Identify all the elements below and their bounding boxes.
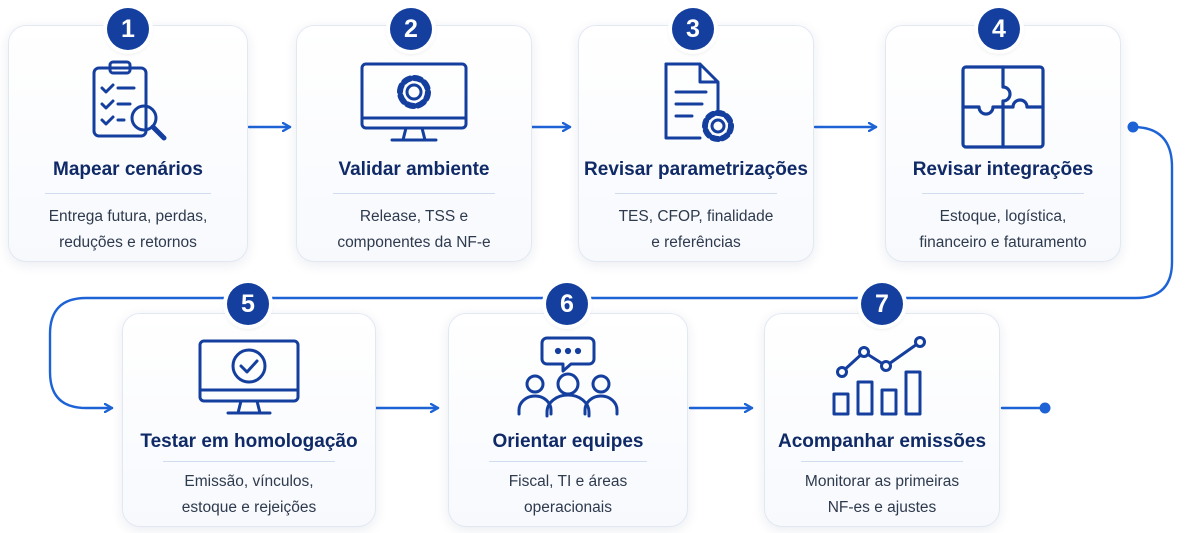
step-title: Revisar parametrizações — [584, 159, 808, 180]
step-title: Orientar equipes — [492, 431, 644, 452]
step-divider — [922, 193, 1084, 194]
step-divider — [333, 193, 495, 194]
step-badge-2: 2 — [390, 8, 432, 50]
step-badge-7: 7 — [861, 283, 903, 325]
growth-chart-icon — [832, 336, 926, 416]
step-card-3: Revisar parametrizações TES, CFOP, final… — [578, 25, 814, 262]
arrow-4-5 — [48, 125, 1174, 408]
flow-start-dot — [1127, 121, 1139, 133]
step-title: Mapear cenários — [53, 159, 203, 180]
step-badge-3: 3 — [672, 8, 714, 50]
team-chat-icon — [517, 336, 619, 418]
step-divider — [489, 461, 647, 462]
step-card-1: Mapear cenários Entrega futura, perdas,r… — [8, 25, 248, 262]
step-card-5: Testar em homologação Emissão, vínculos,… — [122, 313, 376, 527]
step-card-4: Revisar integrações Estoque, logística,f… — [885, 25, 1121, 262]
step-title: Revisar integrações — [912, 159, 1094, 180]
step-badge-4: 4 — [978, 8, 1020, 50]
document-gear-icon — [664, 62, 734, 142]
clipboard-search-icon — [92, 60, 167, 141]
step-card-7: Acompanhar emissões Monitorar as primeir… — [764, 313, 1000, 527]
step-title: Validar ambiente — [338, 159, 490, 180]
step-description: Estoque, logística,financeiro e faturame… — [919, 208, 1087, 251]
step-description: Entrega futura, perdas,reduções e retorn… — [48, 208, 208, 251]
step-badge-1: 1 — [107, 8, 149, 50]
flow-end-dot — [1039, 402, 1051, 414]
step-description: Emissão, vínculos,estoque e rejeições — [181, 473, 317, 516]
step-title: Testar em homologação — [140, 431, 358, 452]
step-divider — [45, 193, 211, 194]
monitor-gear-icon — [360, 62, 468, 142]
monitor-check-icon — [198, 339, 300, 415]
step-title: Acompanhar emissões — [777, 431, 987, 452]
step-badge-5: 5 — [227, 283, 269, 325]
step-divider — [163, 461, 335, 462]
step-divider — [801, 461, 963, 462]
step-divider — [615, 193, 777, 194]
puzzle-icon — [961, 65, 1045, 149]
step-badge-6: 6 — [546, 283, 588, 325]
